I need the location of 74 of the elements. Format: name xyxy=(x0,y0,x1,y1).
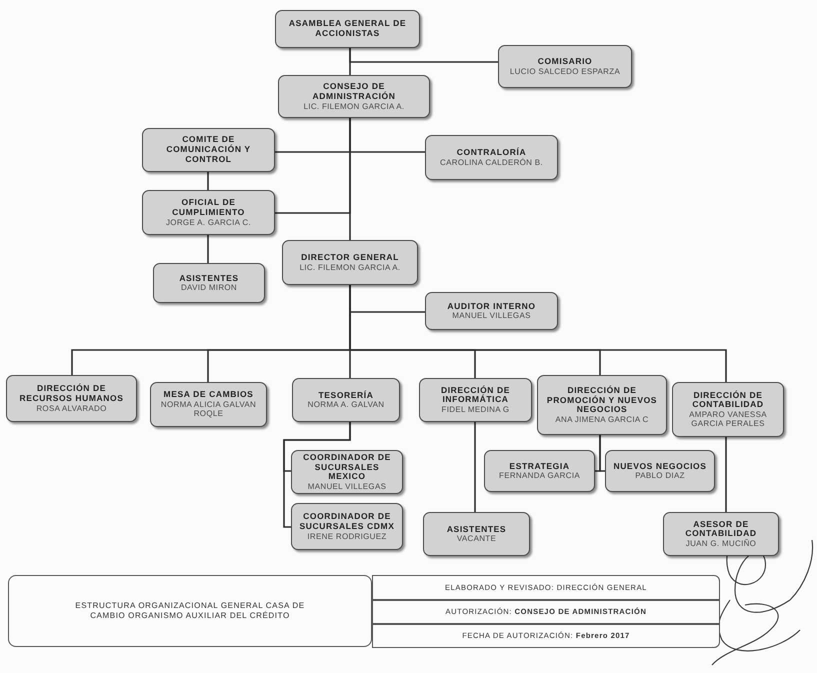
person-name: CAROLINA CALDERÓN B. xyxy=(440,158,543,167)
connector-line xyxy=(349,118,351,240)
position-box xyxy=(6,375,137,422)
position-box xyxy=(278,75,430,118)
connector-line xyxy=(349,48,498,63)
position-title: DIRECTOR GENERAL xyxy=(301,253,399,263)
person-name: DAVID MIRON xyxy=(180,283,238,292)
position-title: DIRECCIÓN DE PROMOCIÓN Y NUEVOS NEGOCIOS xyxy=(546,386,658,416)
document-title: ESTRUCTURA ORGANIZACIONAL GENERAL CASA DE CAMBIO ORGANISMO AUXILIAR DEL CRÉDITO xyxy=(75,601,305,621)
position-box xyxy=(663,512,779,556)
connector-line xyxy=(207,235,209,263)
position-box xyxy=(292,378,400,422)
person-name: LUCIO SALCEDO ESPARZA xyxy=(510,66,620,76)
position-title: OFICIAL DE CUMPLIMIENTO xyxy=(171,198,246,218)
approval-row xyxy=(372,624,720,648)
position-title: COMITE DE COMUNICACIÓN Y CONTROL xyxy=(165,135,252,165)
person-name: LIC. FILEMON GARCIA A. xyxy=(300,262,400,272)
position-title: NUEVOS NEGOCIOS xyxy=(613,462,707,472)
position-title: ASESOR DE CONTABILIDAD xyxy=(684,520,758,539)
position-box xyxy=(425,292,558,330)
position-box xyxy=(282,240,418,285)
position-box xyxy=(484,450,595,492)
position-title: CONTRALORÍA xyxy=(456,148,526,158)
position-title: ASISTENTES xyxy=(446,524,506,534)
position-box xyxy=(153,263,265,303)
position-box xyxy=(425,135,558,180)
position-title: DIRECCIÓN DE INFORMÁTICA xyxy=(440,386,512,406)
position-title: ASAMBLEA GENERAL DE ACCIONISTAS xyxy=(288,19,408,39)
position-box xyxy=(142,128,275,172)
connector-line xyxy=(207,172,209,190)
position-box xyxy=(672,382,784,437)
position-title: COMISARIO xyxy=(538,57,592,67)
position-title: AUDITOR INTERNO xyxy=(447,302,536,312)
position-title: COORDINADOR DE SUCURSALES CDMX xyxy=(298,512,396,532)
person-name: ANA JIMENA GARCIA C xyxy=(555,415,649,424)
position-box xyxy=(291,503,403,550)
position-title: ESTRATEGIA xyxy=(509,462,570,472)
person-name: ROSA ALVARADO xyxy=(36,404,107,413)
person-name: FIDEL MEDINA G xyxy=(442,405,510,414)
person-name: VACANTE xyxy=(456,534,496,544)
connector-line xyxy=(474,422,476,512)
person-name: JUAN G. MUCIÑO xyxy=(686,539,756,548)
position-box xyxy=(537,375,667,435)
position-box xyxy=(498,45,632,88)
position-box xyxy=(605,450,715,492)
person-name: AMPARO VANESSA GARCIA PERALES xyxy=(688,410,768,428)
position-title: TESORERÍA xyxy=(318,390,374,400)
person-name: MANUEL VILLEGAS xyxy=(308,482,386,492)
position-box xyxy=(419,378,532,422)
position-title: DIRECCIÓN DE RECURSOS HUMANOS xyxy=(18,384,125,404)
person-name: NORMA ALICIA GALVAN ROQLE xyxy=(160,400,258,419)
position-box xyxy=(291,450,403,494)
person-name: NORMA A. GALVAN xyxy=(308,400,384,410)
person-name: LIC. FILEMON GARCIA A. xyxy=(304,102,404,111)
position-title: COORDINADOR DE SUCURSALES MEXICO xyxy=(302,452,392,482)
position-title: MESA DE CAMBIOS xyxy=(164,390,254,400)
person-name: PABLO DIAZ xyxy=(635,471,685,480)
person-name: MANUEL VILLEGAS xyxy=(452,311,531,320)
position-box xyxy=(150,382,267,427)
position-box xyxy=(423,512,530,556)
position-box xyxy=(142,190,275,235)
person-name: IRENE RODRIGUEZ xyxy=(307,532,387,541)
position-box xyxy=(275,10,420,48)
person-name: FERNANDA GARCIA xyxy=(499,471,580,480)
document-title-box xyxy=(8,575,372,647)
approval-row xyxy=(372,600,720,624)
connector-line xyxy=(725,437,727,512)
approval-row xyxy=(372,575,720,600)
connector-line xyxy=(599,435,605,472)
connector-line xyxy=(283,422,351,528)
position-title: ASISTENTES xyxy=(179,274,239,284)
person-name: JORGE A. GARCIA C. xyxy=(166,218,251,227)
position-title: CONSEJO DE ADMINISTRACIÓN xyxy=(311,82,396,102)
position-title: DIRECCIÓN DE CONTABILIDAD xyxy=(691,390,765,410)
